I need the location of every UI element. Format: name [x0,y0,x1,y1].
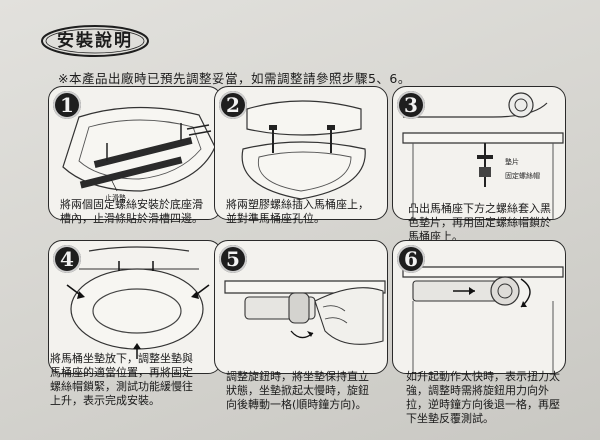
step-2-caption: 將兩塑膠螺絲插入馬桶座上，並對準馬桶座孔位。 [226,198,369,225]
step-1-label-nonslip: 止滑墊 [105,194,126,202]
step-4-number: 4 [53,245,81,273]
step-3-caption: 凸出馬桶座下方之螺絲套入黑色墊片，再用固定螺絲帽鎖於馬桶座上。 [408,202,551,243]
title-badge: 安裝說明 [40,24,150,58]
step-5-illustration [224,280,386,345]
step-1-panel: 1 止滑墊 [48,86,222,220]
step-5-panel: 5 [214,240,388,374]
step-6-caption: 如升起動作太快時，表示扭力太強，調整時需將旋鈕用力向外拉，逆時鐘方向後退一格，再… [406,370,560,425]
step-5-number: 5 [219,245,247,273]
step-4-illustration [66,246,210,359]
step-3-panel: 3 墊片 固定螺絲帽 [392,86,566,220]
step-4-caption: 將馬桶坐墊放下，調整坐墊與馬桶座的適當位置，再將固定螺絲帽鎖緊，測試功能緩慢往上… [50,352,193,407]
step-1-number: 1 [53,91,81,119]
step-3-label-washer: 墊片 [505,158,519,166]
step-3-illustration [402,92,564,219]
step-6-panel: 6 [392,240,566,374]
step-2-illustration [241,100,366,200]
page-title: 安裝說明 [57,31,133,51]
step-5-caption: 調整旋鈕時，將坐墊保持直立狀態，坐墊掀起太慢時，旋鈕向後轉動一格(順時鐘方向)。 [226,370,369,411]
step-4-panel: 4 [48,240,222,374]
step-3-number: 3 [397,91,425,119]
step-2-number: 2 [219,91,247,119]
adjustment-note: ※本產品出廠時已預先調整妥當，如需調整請參照步驟5、6。 [58,71,411,86]
step-1-illustration [62,106,216,192]
step-1-caption: 將兩個固定螺絲安裝於底座滑槽內，止滑條貼於滑槽四邊。 [60,198,203,225]
step-6-number: 6 [397,245,425,273]
step-2-panel: 2 [214,86,388,220]
step-6-illustration [402,266,564,373]
step-3-label-nut: 固定螺絲帽 [505,172,540,180]
